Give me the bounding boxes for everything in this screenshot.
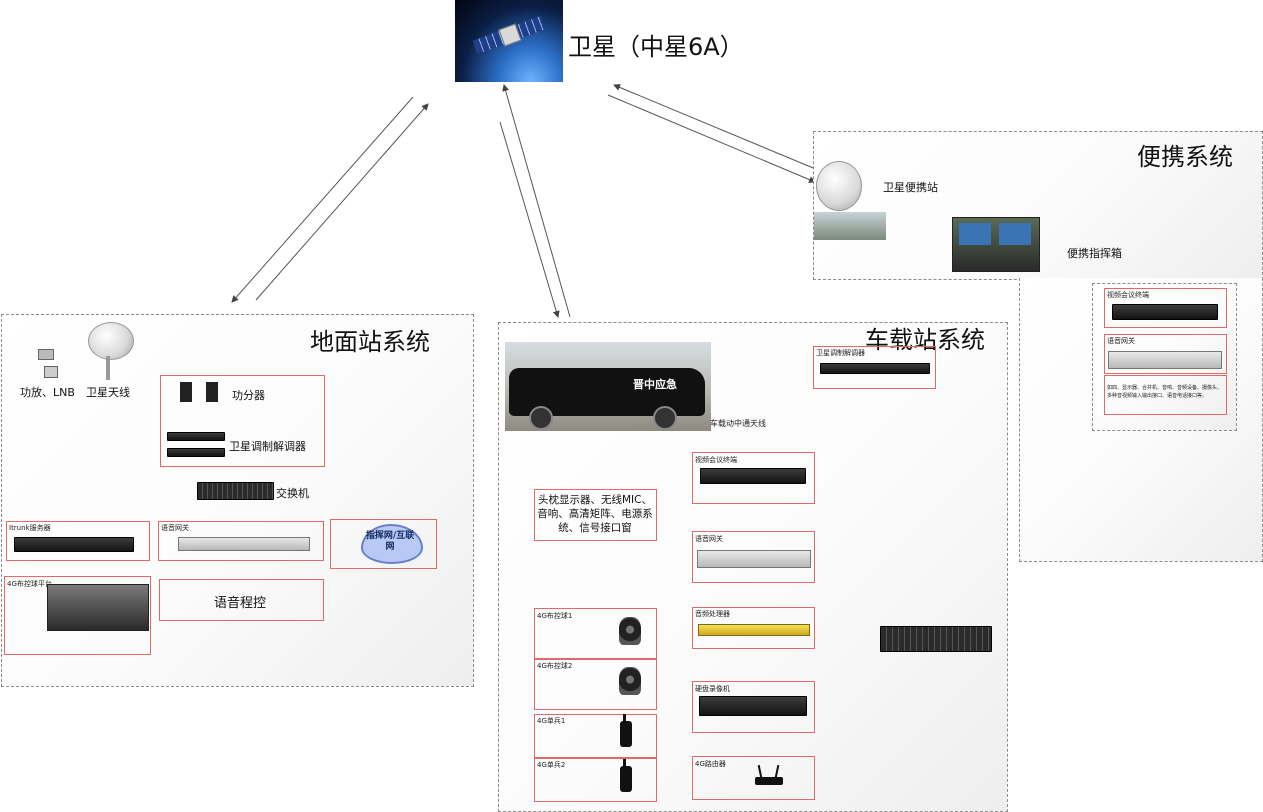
satellite-dish-icon (88, 322, 134, 360)
vehicle-equipment-label: 头枕显示器、无线MIC、音响、高清矩阵、电源系统、信号接口窗 (537, 494, 653, 534)
network-cloud-icon (361, 524, 423, 564)
voice-control-box (159, 579, 324, 621)
vehicle-voice-gw-label: 语音网关 (695, 535, 723, 543)
portable-voice-gw-box (1104, 334, 1227, 374)
vehicle-equipment-box (534, 489, 657, 541)
network-box (330, 519, 437, 569)
vehicle-video-conf-icon (700, 468, 806, 484)
platform-box (4, 576, 151, 655)
itrunk-label: Itrunk服务器 (9, 524, 51, 532)
portable-voice-gw-label: 语音网关 (1107, 337, 1135, 345)
camera-ball-icon-2 (619, 667, 641, 695)
audio-processor-box (692, 607, 815, 649)
cam1-box (534, 608, 657, 660)
modem-rack-1 (167, 432, 225, 441)
lnb-device-icon (44, 366, 58, 378)
modem-rack-2 (167, 448, 225, 457)
portable-video-conf-icon (1112, 304, 1218, 320)
soldier2-label: 4G单兵2 (537, 761, 566, 769)
vehicle-photo: 晋中应急 (505, 342, 711, 431)
link-vehicle-to-sat (502, 84, 571, 318)
vehicle-station-title: 车载站系统 (865, 326, 985, 354)
link-sat-to-vehicle (499, 121, 560, 318)
satellite-image (455, 0, 563, 82)
link-sat-to-portable (607, 94, 816, 183)
platform-label: 4G布控球平台 (7, 580, 52, 588)
cam2-box (534, 658, 657, 710)
vehicle-voice-gw-icon (697, 550, 811, 568)
vehicle-antenna-label: 车载动中通天线 (710, 419, 766, 428)
splitter-icon-2 (206, 382, 218, 402)
command-box-icon (952, 217, 1040, 272)
vehicle-video-conf-label: 视频会议终端 (695, 456, 737, 464)
ground-voice-gw-label: 语音网关 (161, 524, 189, 532)
network-label: 指挥网/互联网 (365, 531, 415, 552)
satellite-label: 卫星（中星6A） (568, 33, 744, 61)
audio-processor-label: 音频处理器 (695, 610, 730, 618)
voice-control-label: 语音程控 (214, 596, 267, 611)
splitter-label: 功分器 (232, 389, 265, 402)
soldier2-box (534, 758, 657, 802)
portable-station-label: 卫星便携站 (883, 181, 938, 194)
vehicle-video-conf-box (692, 452, 815, 504)
ground-voice-gw-box (158, 521, 324, 561)
vehicle-modem-label: 卫星调制解调器 (816, 349, 865, 357)
body-camera-icon-2 (620, 759, 632, 792)
splitter-icon-1 (180, 382, 192, 402)
amp-device-icon (38, 349, 54, 360)
cam1-label: 4G布控球1 (537, 612, 573, 620)
portable-note-box (1104, 375, 1227, 415)
vehicle-switch-icon (880, 626, 992, 652)
soldier1-label: 4G单兵1 (537, 717, 566, 725)
dvr-label: 硬盘录像机 (695, 685, 730, 693)
link-ground-to-sat (255, 103, 429, 301)
router-label: 4G路由器 (695, 760, 726, 768)
router-box (692, 756, 815, 800)
splitter-modem-box (160, 375, 325, 467)
audio-processor-icon (698, 624, 810, 636)
portable-dish-icon (816, 161, 862, 211)
portable-voice-gw-icon (1108, 351, 1222, 369)
dvr-icon (699, 696, 807, 716)
amp-lnb-label: 功放、LNB (20, 386, 75, 399)
router-icon (755, 777, 783, 785)
platform-screen-icon (47, 584, 149, 631)
link-sat-to-ground (231, 96, 414, 303)
body-camera-icon-1 (620, 714, 632, 747)
soldier1-box (534, 714, 657, 758)
ground-station-title: 地面站系统 (310, 328, 430, 356)
command-box-label: 便携指挥箱 (1067, 247, 1122, 260)
ground-switch-label: 交换机 (276, 487, 309, 500)
portable-video-conf-label: 视频会议终端 (1107, 291, 1149, 299)
dvr-box (692, 681, 815, 733)
portable-video-conf-box (1104, 288, 1227, 328)
itrunk-server-icon (14, 537, 134, 552)
ground-modem-label: 卫星调制解调器 (229, 440, 306, 453)
vehicle-modem-box (813, 346, 936, 389)
ground-antenna-label: 卫星天线 (86, 386, 130, 399)
itrunk-box (6, 521, 150, 561)
ground-voice-gw-icon (178, 537, 310, 551)
link-portable-to-sat (613, 84, 819, 171)
cam2-label: 4G布控球2 (537, 662, 573, 670)
camera-ball-icon-1 (619, 617, 641, 645)
portable-title: 便携系统 (1137, 143, 1233, 171)
portable-note-label: 如四、显示器、合并机、音响、音频设备、摄像头、多种音视频输入输出接口、语音电话接… (1107, 385, 1223, 399)
vehicle-voice-gw-box (692, 531, 815, 583)
vehicle-modem-icon (820, 363, 930, 374)
ground-switch-icon (197, 482, 274, 500)
